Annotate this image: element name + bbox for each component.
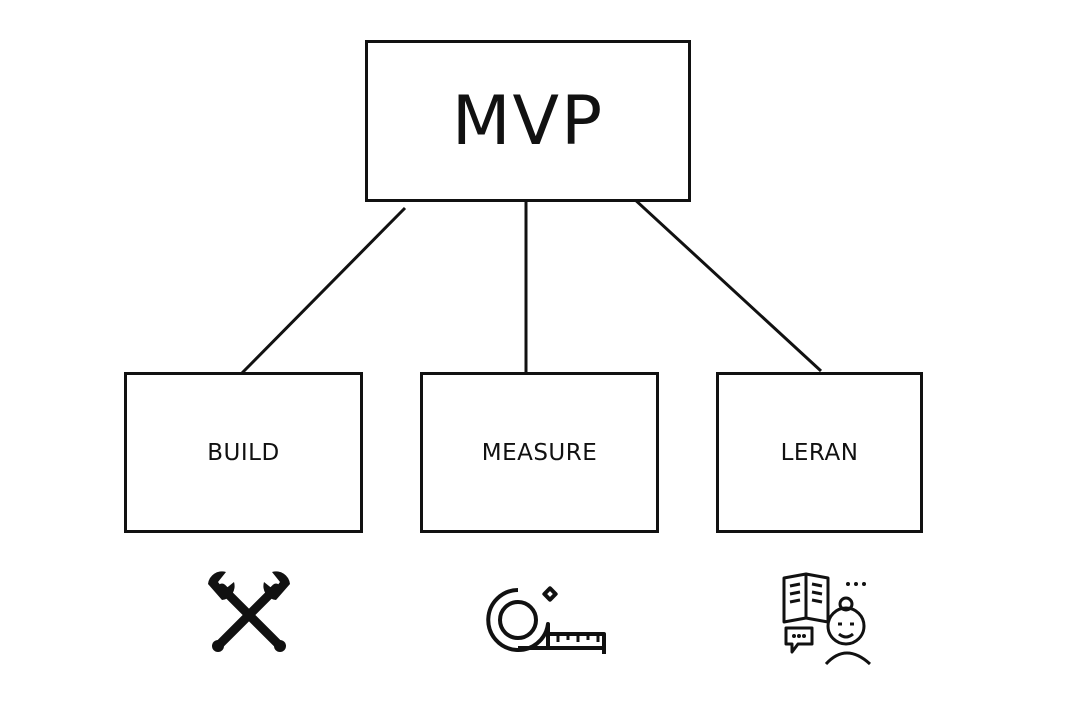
build-node: BUILD: [124, 372, 363, 533]
wrench-cross-icon: [208, 571, 290, 652]
measure-node: MEASURE: [420, 372, 659, 533]
learn-node: LERAN: [716, 372, 923, 533]
build-label: BUILD: [207, 439, 280, 466]
connector-learn: [630, 195, 823, 373]
learn-label: LERAN: [780, 439, 859, 466]
tape-measure-icon: [486, 586, 606, 654]
mvp-node: MVP: [365, 40, 691, 202]
measure-label: MEASURE: [481, 439, 598, 466]
connector-build: [240, 206, 407, 375]
learning-person-icon: [782, 572, 872, 666]
mvp-label: MVP: [451, 81, 605, 161]
